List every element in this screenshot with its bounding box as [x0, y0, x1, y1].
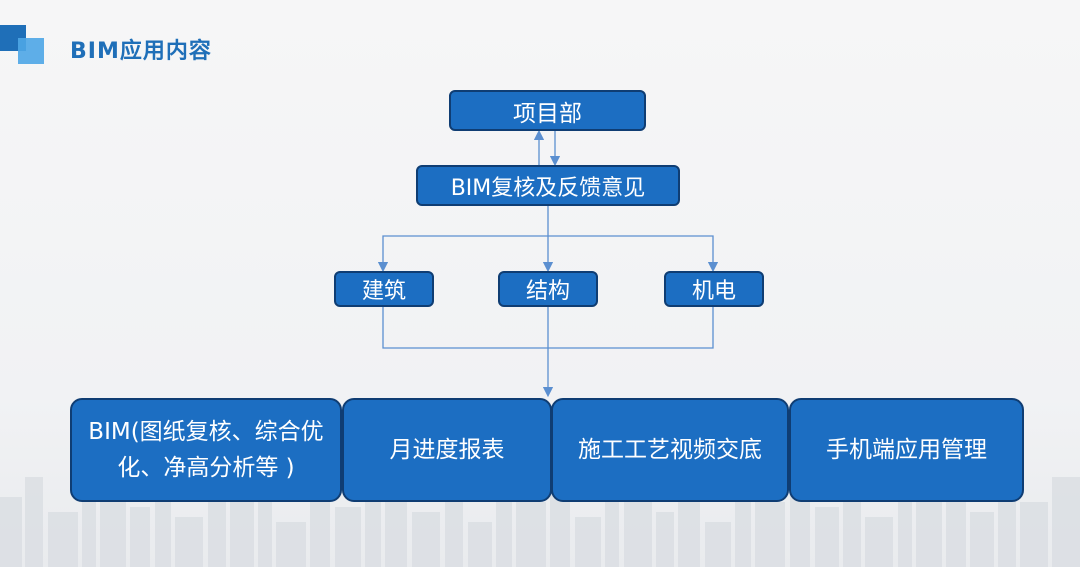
app-bim-drawing-review-label: BIM(图纸复核、综合优化、净高分析等 ) [88, 419, 324, 481]
node-architecture-label: 建筑 [361, 279, 406, 304]
app-construction-video-briefing-label: 施工工艺视频交底 [578, 437, 762, 463]
app-mobile-management: 手机端应用管理 [789, 398, 1024, 502]
app-bim-drawing-review: BIM(图纸复核、综合优化、净高分析等 ) [70, 398, 342, 502]
app-mobile-management-label: 手机端应用管理 [826, 437, 987, 463]
city-skyline-background [0, 467, 1080, 567]
node-project-department: 项目部 [449, 90, 646, 131]
app-monthly-progress-report: 月进度报表 [342, 398, 552, 502]
app-construction-video-briefing: 施工工艺视频交底 [551, 398, 789, 502]
node-project-department-label: 项目部 [513, 100, 582, 127]
branch-to-mep [548, 235, 719, 273]
logo-squares-icon [0, 25, 44, 64]
node-mep: 机电 [664, 271, 764, 307]
node-structure-label: 结构 [525, 279, 570, 304]
node-mep-label: 机电 [691, 279, 736, 304]
node-structure: 结构 [498, 271, 598, 307]
branch-to-architecture [377, 235, 548, 273]
node-bim-review: BIM复核及反馈意见 [416, 165, 680, 206]
node-architecture: 建筑 [334, 271, 434, 307]
node-bim-review-label: BIM复核及反馈意见 [450, 175, 646, 201]
app-monthly-progress-report-label: 月进度报表 [389, 437, 505, 463]
page-title: BIM应用内容 [70, 39, 212, 64]
